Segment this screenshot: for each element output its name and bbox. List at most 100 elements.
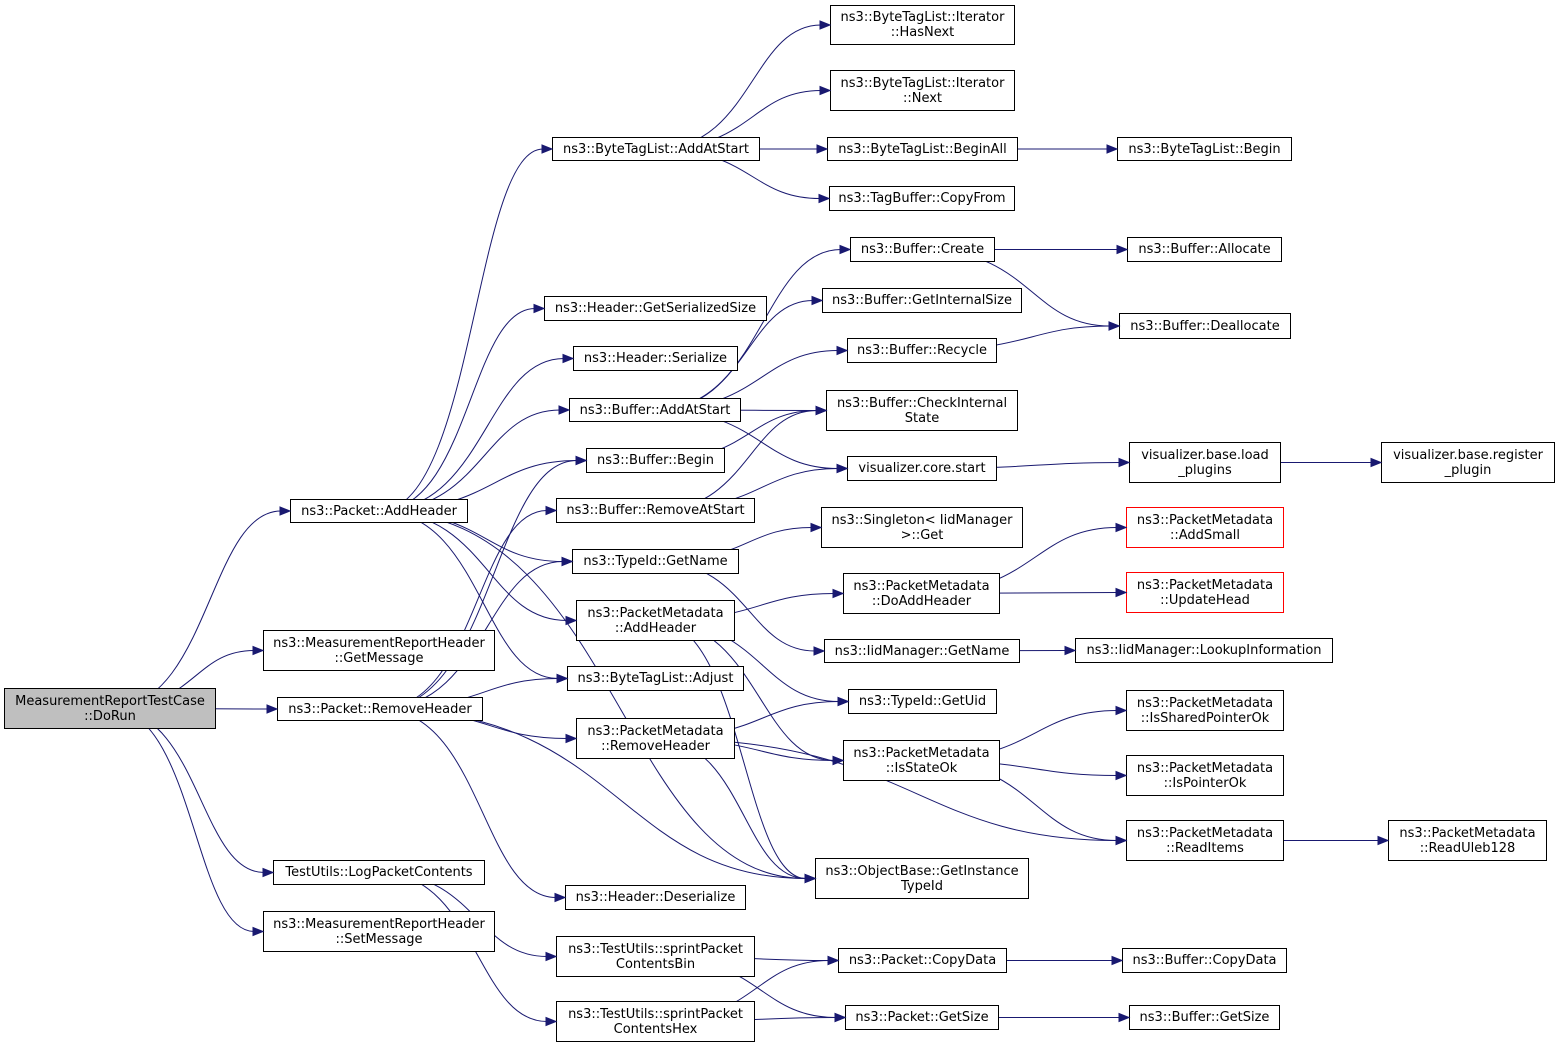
- node-packetmetadata-readuleb128[interactable]: ns3::PacketMetadata ::ReadUleb128: [1388, 820, 1547, 861]
- node-packetmetadata-removeheader[interactable]: ns3::PacketMetadata ::RemoveHeader: [576, 718, 735, 759]
- node-label-line: ::HasNext: [890, 25, 955, 40]
- arrowhead: [832, 588, 845, 599]
- node-packet-getsize[interactable]: ns3::Packet::GetSize: [845, 1005, 999, 1030]
- node-tagbuffer-copyfrom[interactable]: ns3::TagBuffer::CopyFrom: [829, 186, 1015, 211]
- node-packetmetadata-readitems[interactable]: ns3::PacketMetadata ::ReadItems: [1126, 820, 1284, 861]
- arrowhead: [1115, 835, 1128, 846]
- arrowhead: [1106, 144, 1119, 154]
- arrowhead: [810, 522, 823, 533]
- node-header-deserialize[interactable]: ns3::Header::Deserialize: [565, 885, 746, 910]
- node-buffer-begin[interactable]: ns3::Buffer::Begin: [586, 448, 725, 473]
- node-label-line: ns3::Buffer::Deallocate: [1130, 318, 1280, 334]
- node-buffer-recycle[interactable]: ns3::Buffer::Recycle: [847, 338, 997, 363]
- node-label-line: ns3::PacketMetadata: [853, 745, 990, 761]
- node-visualizer-base-load-plugins[interactable]: visualizer.base.load _plugins: [1129, 442, 1281, 483]
- node-packet-addheader[interactable]: ns3::Packet::AddHeader: [290, 499, 468, 523]
- node-label-line: ns3::PacketMetadata: [1136, 512, 1274, 528]
- node-bytetaglist-begin[interactable]: ns3::ByteTagList::Begin: [1117, 137, 1292, 161]
- node-label-line: ns3::PacketMetadata: [1399, 825, 1536, 841]
- node-sprintpacketcontentshex[interactable]: ns3::TestUtils::sprintPacket ContentsHex: [556, 1001, 755, 1042]
- arrowhead: [1115, 705, 1128, 716]
- node-bytetaglist-addatstart[interactable]: ns3::ByteTagList::AddAtStart: [552, 137, 760, 161]
- node-label-line: ns3::ByteTagList::AddAtStart: [563, 141, 749, 157]
- node-label-line: ns3::MeasurementReportHeader: [273, 916, 485, 932]
- node-sprintpacketcontentsbin[interactable]: ns3::TestUtils::sprintPacket ContentsBin: [556, 936, 755, 977]
- arrowhead: [266, 704, 279, 714]
- node-buffer-create[interactable]: ns3::Buffer::Create: [850, 237, 995, 262]
- node-label-line: ns3::ByteTagList::Iterator: [840, 10, 1005, 25]
- node-objectbase-getinstancetypeid[interactable]: ns3::ObjectBase::GetInstance TypeId: [815, 858, 1029, 899]
- node-header-serialize[interactable]: ns3::Header::Serialize: [573, 346, 738, 371]
- call-edge: [379, 460, 578, 710]
- node-buffer-allocate[interactable]: ns3::Buffer::Allocate: [1127, 237, 1282, 262]
- arrowhead: [533, 303, 546, 314]
- arrowhead: [565, 733, 578, 744]
- node-dorun[interactable]: MeasurementReportTestCase ::DoRun: [4, 688, 216, 729]
- node-packet-removeheader[interactable]: ns3::Packet::RemoveHeader: [277, 697, 483, 721]
- node-label-line: ::GetMessage: [334, 650, 424, 666]
- node-buffer-checkinternalstate[interactable]: ns3::Buffer::CheckInternal State: [826, 390, 1018, 431]
- node-packetmetadata-addsmall[interactable]: ns3::PacketMetadata ::AddSmall: [1126, 507, 1284, 548]
- node-mrh-getmessage[interactable]: ns3::MeasurementReportHeader ::GetMessag…: [263, 630, 495, 671]
- arrowhead: [811, 295, 824, 306]
- arrowhead: [1377, 835, 1390, 846]
- call-edge: [378, 148, 544, 512]
- node-bytetaglist-beginall[interactable]: ns3::ByteTagList::BeginAll: [827, 137, 1018, 161]
- node-label-line: ::DoRun: [84, 708, 136, 724]
- arrowhead: [558, 405, 571, 415]
- node-packet-copydata[interactable]: ns3::Packet::CopyData: [838, 948, 1007, 973]
- node-logpacketcontents[interactable]: TestUtils::LogPacketContents: [273, 860, 485, 885]
- call-edge: [655, 738, 1118, 841]
- node-buffer-deallocate[interactable]: ns3::Buffer::Deallocate: [1119, 313, 1291, 339]
- node-label-line: ns3::Packet::GetSize: [855, 1010, 989, 1025]
- node-visualizer-base-register-plugin[interactable]: visualizer.base.register _plugin: [1381, 442, 1555, 483]
- node-label-line: ns3::ObjectBase::GetInstance: [825, 863, 1019, 879]
- node-label-line: TestUtils::LogPacketContents: [285, 865, 473, 880]
- node-label-line: ns3::PacketMetadata: [1136, 825, 1274, 841]
- node-typeid-getuid[interactable]: ns3::TypeId::GetUid: [848, 689, 997, 714]
- node-typeid-getname[interactable]: ns3::TypeId::GetName: [572, 549, 739, 574]
- node-packetmetadata-addheader[interactable]: ns3::PacketMetadata ::AddHeader: [576, 600, 735, 641]
- node-header-getserializedsize[interactable]: ns3::Header::GetSerializedSize: [544, 296, 767, 321]
- node-label-line: ::Next: [902, 90, 943, 106]
- node-packetmetadata-issharedpointerok[interactable]: ns3::PacketMetadata ::IsSharedPointerOk: [1126, 690, 1284, 731]
- node-label-line: ns3::Buffer::AddAtStart: [579, 402, 731, 418]
- node-packetmetadata-ispointerok[interactable]: ns3::PacketMetadata ::IsPointerOk: [1126, 755, 1284, 796]
- node-iterator-hasnext[interactable]: ns3::ByteTagList::Iterator ::HasNext: [830, 5, 1015, 45]
- node-label-line: ::IsStateOk: [885, 760, 958, 776]
- node-label-line: ns3::Buffer::Recycle: [856, 343, 988, 358]
- node-iidmanager-lookupinformation[interactable]: ns3::IidManager::LookupInformation: [1075, 638, 1333, 663]
- node-buffer-addatstart[interactable]: ns3::Buffer::AddAtStart: [569, 398, 741, 422]
- arrowhead: [832, 755, 845, 766]
- node-iidmanager-getname[interactable]: ns3::IidManager::GetName: [824, 639, 1020, 663]
- node-packetmetadata-doaddheader[interactable]: ns3::PacketMetadata ::DoAddHeader: [843, 573, 1000, 614]
- node-buffer-getinternalsize[interactable]: ns3::Buffer::GetInternalSize: [822, 288, 1022, 313]
- node-bytetaglist-adjust[interactable]: ns3::ByteTagList::Adjust: [567, 666, 744, 691]
- node-buffer-copydata[interactable]: ns3::Buffer::CopyData: [1122, 948, 1287, 973]
- node-singleton-get[interactable]: ns3::Singleton< IidManager >::Get: [821, 507, 1023, 548]
- node-label-line: ContentsHex: [613, 1021, 698, 1037]
- node-mrh-setmessage[interactable]: ns3::MeasurementReportHeader ::SetMessag…: [263, 911, 495, 952]
- call-edge: [378, 510, 807, 879]
- node-label-line: ns3::PacketMetadata: [1136, 760, 1274, 776]
- arrowhead: [813, 646, 826, 656]
- node-packetmetadata-isstateok[interactable]: ns3::PacketMetadata ::IsStateOk: [843, 740, 1000, 781]
- arrowhead: [1115, 587, 1128, 598]
- node-iterator-next[interactable]: ns3::ByteTagList::Iterator ::Next: [830, 70, 1015, 111]
- node-label-line: ns3::IidManager::GetName: [834, 643, 1010, 659]
- node-label-line: ns3::Singleton< IidManager: [831, 512, 1013, 528]
- arrowhead: [827, 955, 840, 966]
- node-label-line: visualizer.base.register: [1393, 447, 1543, 463]
- node-label-line: ::IsSharedPointerOk: [1140, 710, 1270, 726]
- node-label-line: ns3::PacketMetadata: [1136, 695, 1274, 711]
- arrowhead: [834, 1012, 847, 1023]
- arrowhead: [816, 144, 829, 154]
- node-label-line: ns3::IidManager::LookupInformation: [1086, 643, 1322, 658]
- node-label-line: ns3::ByteTagList::Adjust: [577, 671, 734, 686]
- node-packetmetadata-updatehead[interactable]: ns3::PacketMetadata ::UpdateHead: [1126, 572, 1284, 613]
- node-label-line: _plugins: [1178, 462, 1232, 478]
- arrowhead: [554, 892, 567, 903]
- node-buffer-removeatstart[interactable]: ns3::Buffer::RemoveAtStart: [556, 498, 755, 523]
- node-label-line: ContentsBin: [615, 956, 696, 972]
- arrowhead: [815, 405, 828, 416]
